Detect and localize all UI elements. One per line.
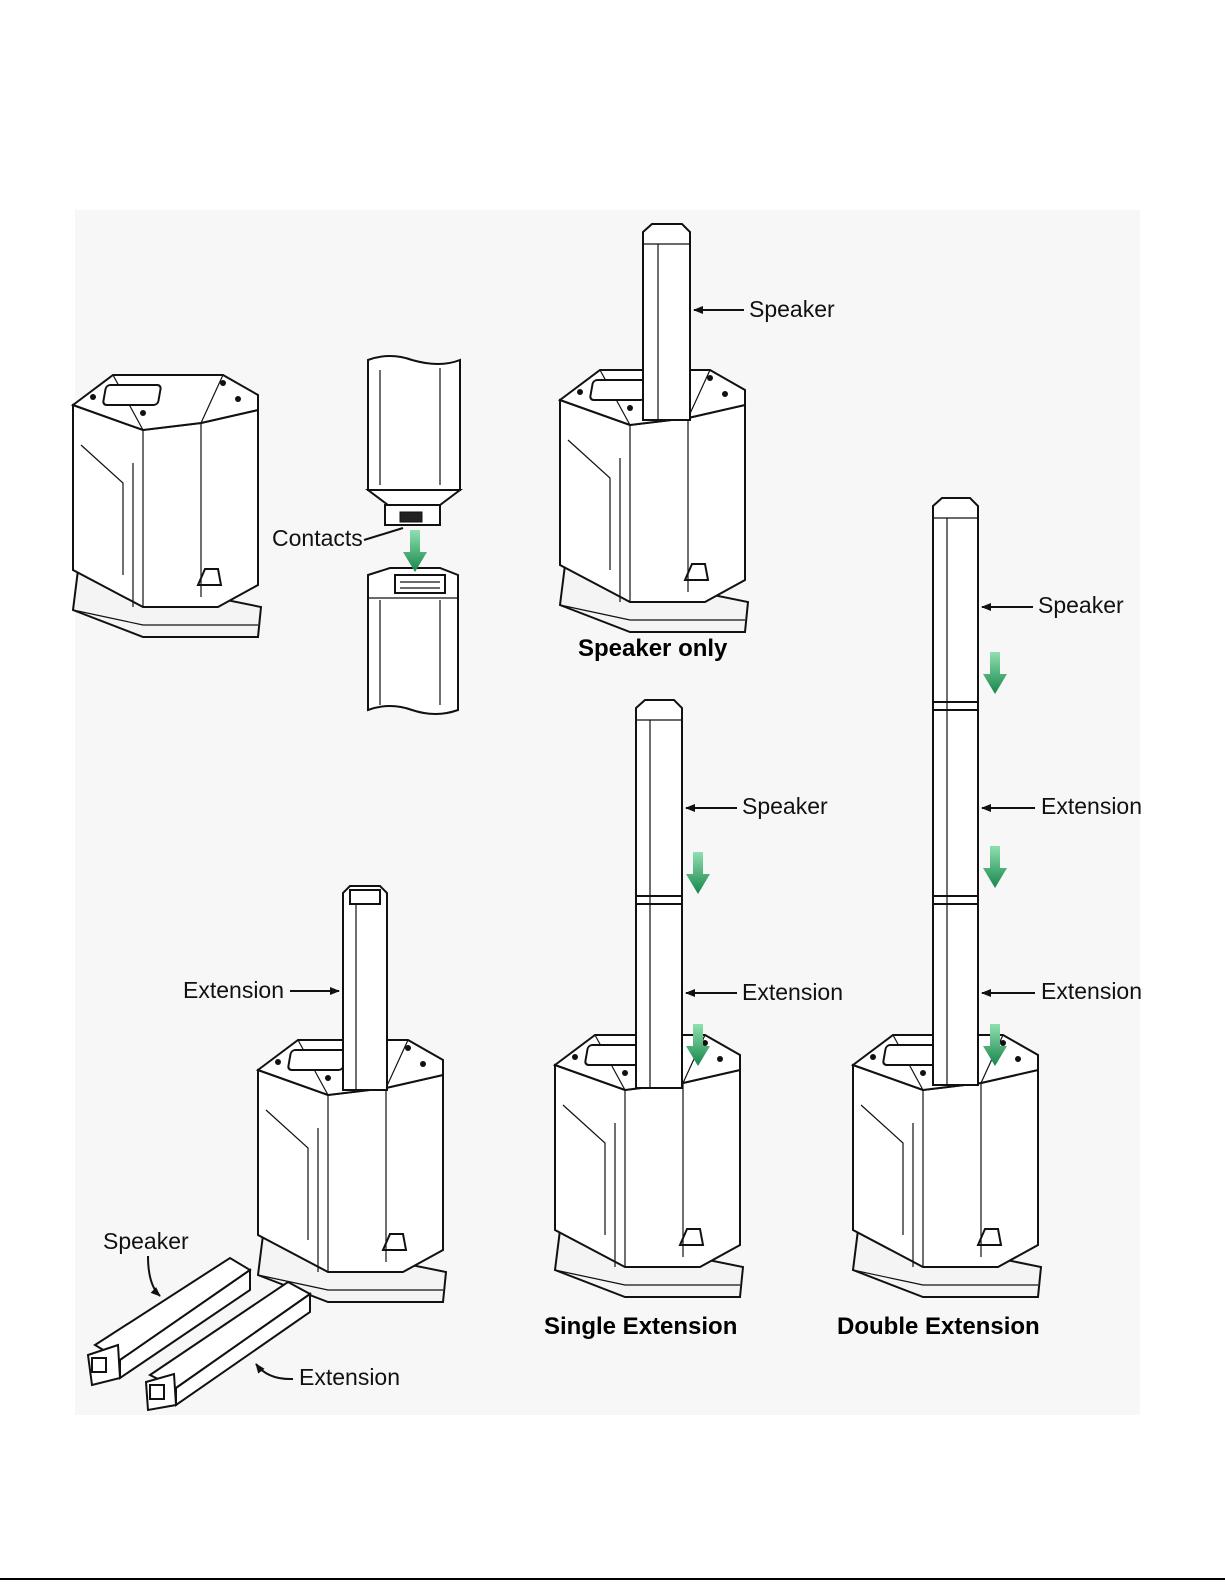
extension-label-double-upper: Extension [1041,793,1142,819]
extension-label-loose: Extension [299,1364,400,1390]
base-unit-illustration [73,375,261,637]
speaker-label-single: Speaker [742,793,828,819]
caption-single-extension: Single Extension [544,1313,737,1340]
page-bottom-rule [0,1578,1225,1580]
extension-label-base: Extension [183,977,284,1003]
extension-label-double-lower: Extension [1041,978,1142,1004]
speaker-label-loose: Speaker [103,1228,189,1254]
caption-speaker-only: Speaker only [578,635,728,662]
extension-label-single: Extension [742,979,843,1005]
speaker-label-top: Speaker [749,296,835,322]
speaker-label-double: Speaker [1038,592,1124,618]
caption-double-extension: Double Extension [837,1313,1040,1340]
contacts-label: Contacts [272,525,363,551]
